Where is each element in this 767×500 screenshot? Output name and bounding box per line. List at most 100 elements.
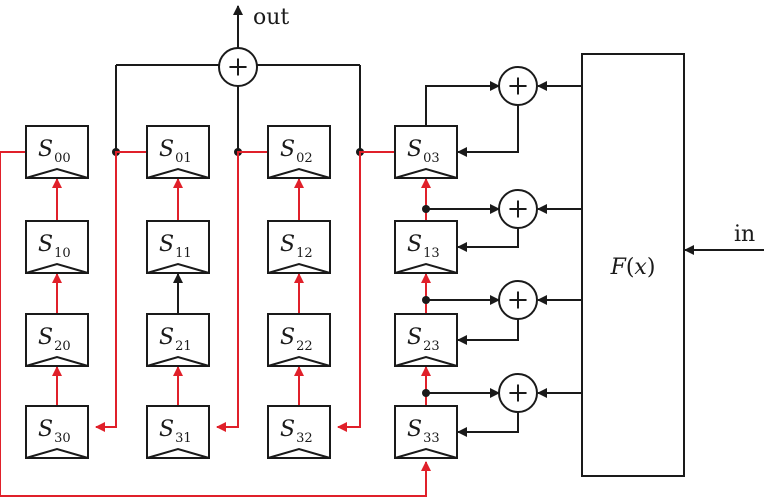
register-s03: S03 bbox=[394, 125, 458, 179]
shift-s03-to-s32 bbox=[337, 151, 395, 432]
clock-triangle-icon bbox=[146, 447, 210, 459]
register-s22: S22 bbox=[267, 313, 331, 367]
register-symbol: S bbox=[280, 232, 295, 257]
register-subscript: 11 bbox=[175, 246, 192, 261]
function-arg: x bbox=[634, 255, 647, 280]
adder0-to-s03 bbox=[457, 105, 519, 157]
register-label: S13 bbox=[407, 232, 440, 261]
register-label: S30 bbox=[38, 417, 71, 446]
function-name: F bbox=[610, 255, 627, 280]
clock-triangle-icon bbox=[267, 447, 331, 459]
register-s12: S12 bbox=[267, 220, 331, 274]
function-close-paren: ) bbox=[647, 255, 656, 280]
adder-row-3 bbox=[498, 373, 538, 413]
register-label: S31 bbox=[159, 417, 192, 446]
register-symbol: S bbox=[38, 417, 53, 442]
adder-row-1 bbox=[498, 189, 538, 229]
register-s02: S02 bbox=[267, 125, 331, 179]
clock-triangle-icon bbox=[394, 447, 458, 459]
register-symbol: S bbox=[407, 137, 422, 162]
s03-to-adder bbox=[425, 81, 500, 126]
clock-triangle-icon bbox=[146, 167, 210, 179]
clock-triangle-icon bbox=[267, 262, 331, 274]
register-label: S12 bbox=[280, 232, 313, 261]
clock-triangle-icon bbox=[25, 355, 89, 367]
function-label: F(x) bbox=[610, 255, 656, 280]
register-symbol: S bbox=[407, 325, 422, 350]
register-symbol: S bbox=[407, 232, 422, 257]
input-label: in bbox=[734, 222, 755, 247]
register-subscript: 02 bbox=[296, 151, 313, 166]
output-adder bbox=[218, 47, 258, 87]
plus-icon bbox=[509, 200, 527, 218]
register-label: S01 bbox=[159, 137, 192, 166]
register-label: S11 bbox=[159, 232, 192, 261]
clock-triangle-icon bbox=[394, 262, 458, 274]
register-label: S33 bbox=[407, 417, 440, 446]
clock-triangle-icon bbox=[25, 262, 89, 274]
register-label: S02 bbox=[280, 137, 313, 166]
clock-triangle-icon bbox=[146, 355, 210, 367]
register-symbol: S bbox=[159, 137, 174, 162]
register-label: S23 bbox=[407, 325, 440, 354]
adder1-to-s13 bbox=[457, 228, 519, 252]
register-subscript: 01 bbox=[175, 151, 192, 166]
function-box: F(x) bbox=[581, 53, 685, 477]
register-s11: S11 bbox=[146, 220, 210, 274]
register-label: S32 bbox=[280, 417, 313, 446]
register-s00: S00 bbox=[25, 125, 89, 179]
adder-row-0 bbox=[498, 66, 538, 106]
plus-icon bbox=[509, 291, 527, 309]
register-symbol: S bbox=[407, 417, 422, 442]
plus-icon bbox=[509, 77, 527, 95]
register-subscript: 13 bbox=[423, 246, 440, 261]
register-symbol: S bbox=[38, 137, 53, 162]
register-subscript: 33 bbox=[423, 431, 440, 446]
register-s30: S30 bbox=[25, 405, 89, 459]
register-subscript: 00 bbox=[54, 151, 71, 166]
clock-triangle-icon bbox=[394, 355, 458, 367]
register-s31: S31 bbox=[146, 405, 210, 459]
register-label: S22 bbox=[280, 325, 313, 354]
adder3-to-s33 bbox=[457, 412, 519, 437]
output-label: out bbox=[253, 5, 289, 30]
function-open-paren: ( bbox=[626, 255, 635, 280]
register-s32: S32 bbox=[267, 405, 331, 459]
register-label: S21 bbox=[159, 325, 192, 354]
clock-triangle-icon bbox=[267, 167, 331, 179]
register-label: S20 bbox=[38, 325, 71, 354]
register-label: S10 bbox=[38, 232, 71, 261]
register-symbol: S bbox=[38, 232, 53, 257]
register-s23: S23 bbox=[394, 313, 458, 367]
clock-triangle-icon bbox=[25, 167, 89, 179]
clock-triangle-icon bbox=[25, 447, 89, 459]
clock-triangle-icon bbox=[146, 262, 210, 274]
register-box bbox=[394, 405, 458, 459]
register-s21: S21 bbox=[146, 313, 210, 367]
adder-row-2 bbox=[498, 280, 538, 320]
wrap-s00-to-s33 bbox=[0, 151, 431, 497]
register-subscript: 20 bbox=[54, 339, 71, 354]
register-subscript: 30 bbox=[54, 431, 71, 446]
plus-icon bbox=[509, 384, 527, 402]
plus-icon bbox=[229, 58, 247, 76]
register-label: S00 bbox=[38, 137, 71, 166]
register-s13: S13 bbox=[394, 220, 458, 274]
register-subscript: 10 bbox=[54, 246, 71, 261]
register-s33: S33 bbox=[394, 405, 458, 459]
shift-s01-to-s30 bbox=[95, 151, 147, 432]
clock-triangle-icon bbox=[267, 355, 331, 367]
register-symbol: S bbox=[280, 325, 295, 350]
register-subscript: 31 bbox=[175, 431, 192, 446]
register-symbol: S bbox=[159, 325, 174, 350]
adder2-to-s23 bbox=[457, 319, 519, 345]
register-symbol: S bbox=[159, 232, 174, 257]
register-symbol: S bbox=[159, 417, 174, 442]
register-subscript: 22 bbox=[296, 339, 313, 354]
shift-s02-to-s31 bbox=[216, 151, 268, 432]
register-subscript: 12 bbox=[296, 246, 313, 261]
register-subscript: 21 bbox=[175, 339, 192, 354]
register-s01: S01 bbox=[146, 125, 210, 179]
register-box bbox=[267, 313, 331, 367]
